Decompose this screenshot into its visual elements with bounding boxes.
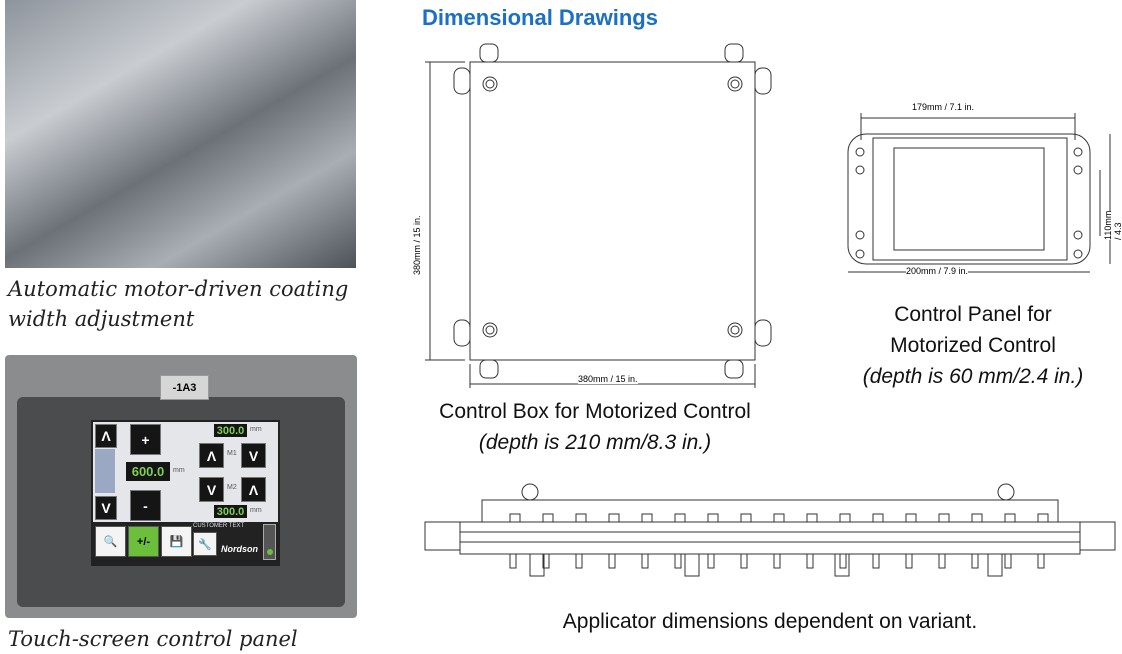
down-button[interactable]: V (95, 496, 117, 520)
m2-label: M2 (227, 484, 237, 491)
caption-line: width adjustment (8, 307, 195, 331)
caption-line: Automatic motor-driven coating (8, 277, 349, 301)
bottom-bolt (707, 553, 715, 569)
top-bolt (872, 513, 884, 523)
caption-depth: (depth is 60 mm/2.4 in.) (862, 365, 1084, 388)
m2-value: 300.0 (214, 505, 247, 518)
top-bolt (575, 513, 587, 523)
mounting-lugs (453, 43, 772, 379)
m2-down-button[interactable]: V (199, 477, 224, 502)
control-box-caption: Control Box for Motorized Control (depth… (400, 396, 790, 458)
top-bolt (509, 513, 521, 523)
top-bolt (707, 513, 719, 523)
unit-label: mm (250, 507, 262, 514)
bottom-bolt (674, 553, 682, 569)
total-width-value: 600.0 (126, 462, 170, 481)
control-box-drawing (425, 43, 772, 388)
bottom-bolt (839, 553, 847, 569)
bottom-bolt (773, 553, 781, 569)
bottom-bolt (971, 553, 979, 569)
applicator-drawing (424, 483, 1116, 577)
bottom-bolt (938, 553, 946, 569)
bottom-bolt (905, 553, 913, 569)
m1-up-button[interactable]: Λ (199, 443, 224, 468)
bottom-bolt (509, 553, 517, 569)
nordson-logo: Nordson (221, 544, 258, 554)
bottom-bolt (1004, 553, 1012, 569)
bottom-bolt (608, 553, 616, 569)
top-bolt (971, 513, 983, 523)
applicator-caption: Applicator dimensions dependent on varia… (562, 610, 978, 633)
bottom-bolt (641, 553, 649, 569)
top-bolt (542, 513, 554, 523)
width-icon (95, 449, 115, 493)
top-bolt (641, 513, 653, 523)
motor-adjustment-photo (5, 0, 356, 268)
top-bolt (839, 513, 851, 523)
m1-value: 300.0 (214, 424, 247, 437)
touch-screen: Λ V + 600.0 mm - 300.0 mm Λ M1 V V M2 Λ … (91, 420, 280, 566)
unit-label: mm (250, 426, 262, 433)
caption-depth: (depth is 210 mm/8.3 in.) (478, 431, 712, 454)
m2-up-button[interactable]: Λ (241, 477, 266, 502)
bottom-dimension: 200mm / 7.9 in. (906, 266, 969, 276)
photo-caption-panel: Touch-screen control panel (8, 627, 298, 651)
customer-text: CUSTOMER TEXT (193, 523, 245, 529)
top-bolt (1037, 513, 1049, 523)
wrench-icon[interactable]: 🔧 (193, 532, 217, 556)
top-bolt (905, 513, 917, 523)
bottom-bolt (1037, 553, 1045, 569)
top-bolt (740, 513, 752, 523)
search-icon[interactable]: 🔍 (95, 526, 126, 557)
caption-title: Motorized Control (890, 334, 1056, 357)
side-dimension: 110mm / 4.3 in. (1103, 210, 1122, 240)
plusminus-button[interactable]: +/- (128, 526, 159, 557)
up-button[interactable]: Λ (95, 424, 117, 448)
caption-title: Control Box for Motorized Control (439, 400, 751, 423)
width-label: 380mm / 15 in. (578, 374, 638, 384)
photo-caption-motor: Automatic motor-driven coating width adj… (8, 274, 348, 334)
top-bolt (938, 513, 950, 523)
top-bolt (608, 513, 620, 523)
control-panel-drawing (847, 113, 1111, 273)
top-bolt (674, 513, 686, 523)
height-label: 380mm / 15 in. (412, 215, 422, 275)
section-title: Dimensional Drawings (422, 5, 658, 30)
minus-button[interactable]: - (130, 490, 161, 521)
plus-button[interactable]: + (130, 424, 161, 455)
m1-label: M1 (227, 450, 237, 457)
bottom-bolt (872, 553, 880, 569)
top-dimension: 179mm / 7.1 in. (912, 102, 975, 112)
bottom-bolt (542, 553, 550, 569)
unit-label: mm (173, 467, 185, 474)
caption-title: Control Panel for (894, 303, 1052, 326)
top-bolt (773, 513, 785, 523)
top-bolt (806, 513, 818, 523)
bottom-bolt (806, 553, 814, 569)
panel-tag: -1A3 (160, 375, 209, 400)
folder-save-icon[interactable]: 💾 (161, 526, 192, 557)
status-light-icon (263, 524, 276, 560)
m1-down-button[interactable]: V (241, 443, 266, 468)
top-bolt (1004, 513, 1016, 523)
control-panel-caption: Control Panel for Motorized Control (dep… (840, 299, 1106, 392)
bottom-bolt (740, 553, 748, 569)
bottom-bolt (575, 553, 583, 569)
